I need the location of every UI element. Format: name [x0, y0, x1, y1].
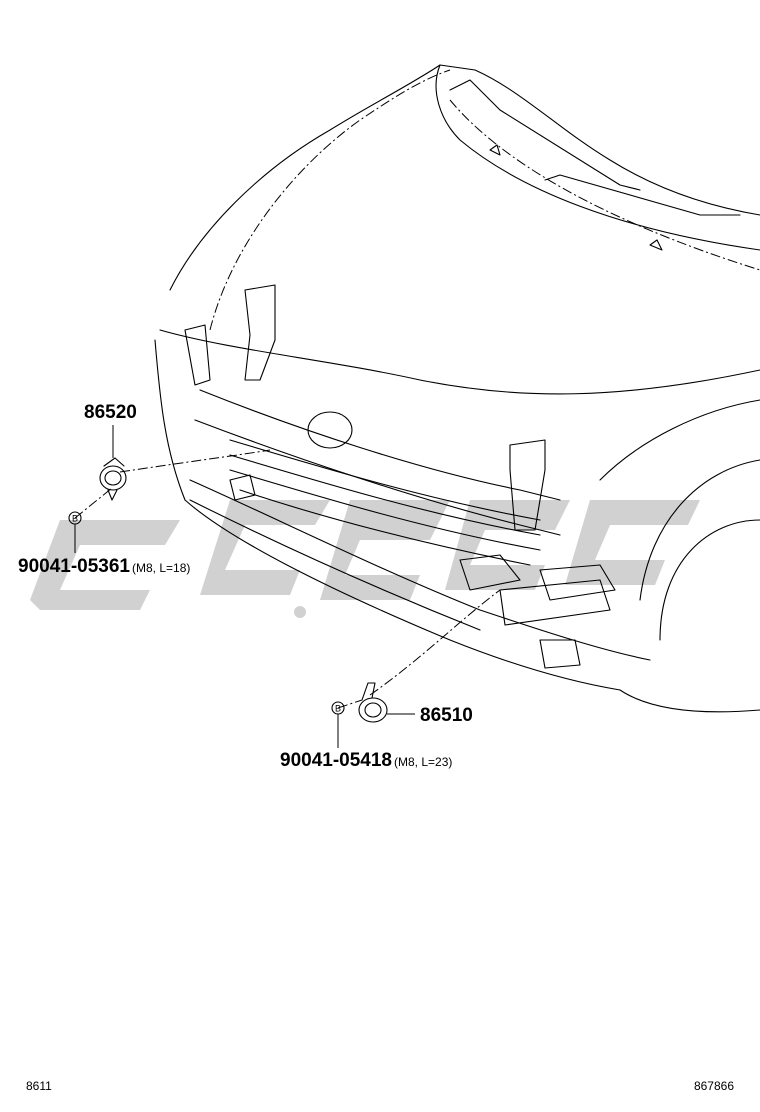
svg-text:B: B: [335, 704, 341, 714]
figure-code: 8611: [26, 1079, 52, 1093]
bolt-mark-1: B: [68, 511, 82, 525]
watermark-logo: [30, 500, 700, 618]
part-number-86510: 86510: [420, 705, 473, 726]
horn-low-pitch: [358, 682, 388, 723]
horn-high-pitch: [99, 457, 127, 501]
svg-text:B: B: [72, 514, 78, 524]
bolt-mark-2: B: [331, 701, 345, 715]
vehicle-front-body: [74, 64, 760, 713]
part-number-bolt-2: 90041-05418(M8, L=23): [280, 750, 452, 771]
part-number-bolt-1: 90041-05361(M8, L=18): [18, 556, 190, 577]
illustration-number: 867866: [694, 1079, 734, 1093]
part-number-86520: 86520: [84, 402, 137, 423]
